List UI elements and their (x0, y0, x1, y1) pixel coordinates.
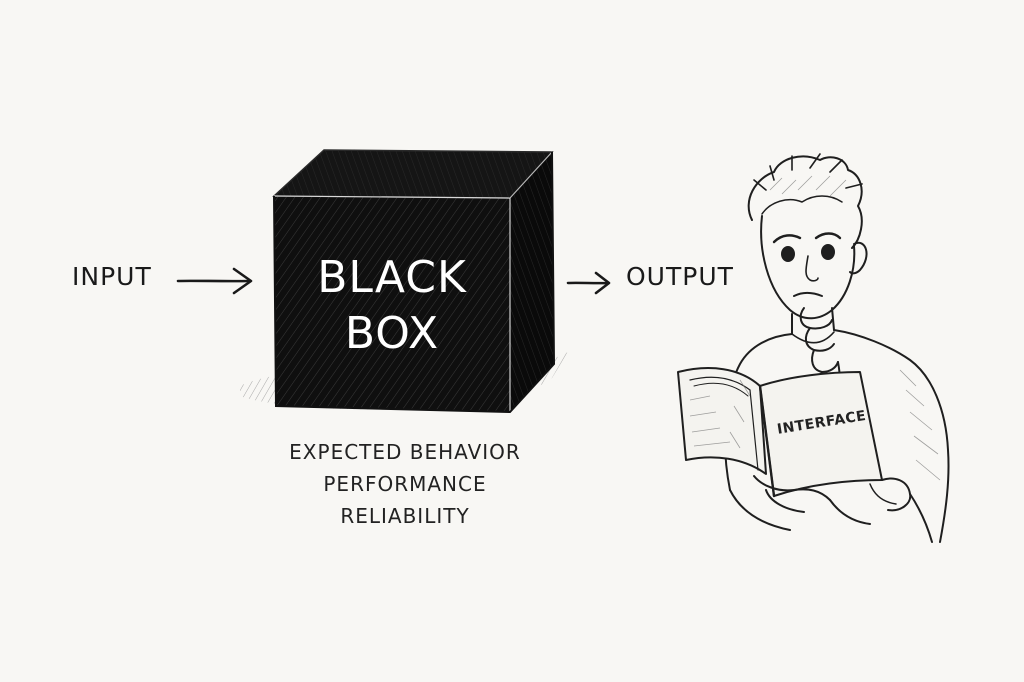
property-reliability: RELIABILITY (340, 504, 470, 528)
output-label: OUTPUT (626, 262, 734, 291)
person-reading-illustration (677, 153, 950, 543)
black-box-title-line2: BOX (344, 308, 440, 359)
black-box-title: BLACK BOX (276, 250, 508, 362)
box-properties-list: EXPECTED BEHAVIOR PERFORMANCE RELIABILIT… (250, 436, 560, 532)
input-arrow-icon (176, 267, 253, 295)
black-box-cube-icon (240, 149, 568, 414)
black-box-title-line1: BLACK (317, 252, 467, 303)
property-expected-behavior: EXPECTED BEHAVIOR (289, 440, 521, 464)
input-label: INPUT (72, 262, 152, 291)
property-performance: PERFORMANCE (323, 472, 487, 496)
output-arrow-icon (566, 271, 611, 295)
